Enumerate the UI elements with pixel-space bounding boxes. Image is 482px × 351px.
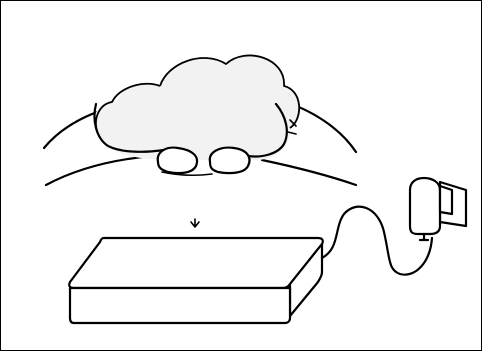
- hands-holding-cloud-icon: [42, 54, 358, 187]
- sparkle-mark: [287, 119, 297, 135]
- power-cable-icon: [320, 205, 434, 276]
- down-arrow-icon: [190, 218, 200, 228]
- adapter-cable-neck: [418, 232, 430, 242]
- right-arm-lower: [260, 158, 358, 187]
- right-thumb: [208, 146, 251, 175]
- cable-line: [320, 205, 434, 276]
- power-adapter-icon: [408, 176, 454, 242]
- router-top-face: [68, 236, 324, 290]
- right-palm: [246, 102, 288, 158]
- hands-bottom-line: [161, 171, 213, 177]
- router-front-face: [68, 286, 292, 325]
- router-box-icon: [68, 236, 324, 325]
- adapter-prong-housing: [438, 184, 454, 216]
- cloud-outline: [159, 54, 300, 129]
- left-palm: [93, 102, 166, 153]
- left-thumb: [156, 146, 199, 175]
- cloud-icon: [93, 54, 300, 161]
- left-arm-lower: [44, 154, 154, 187]
- adapter-body: [408, 176, 442, 236]
- cloud-outline-left: [95, 82, 161, 135]
- cloud-shape: [93, 55, 300, 161]
